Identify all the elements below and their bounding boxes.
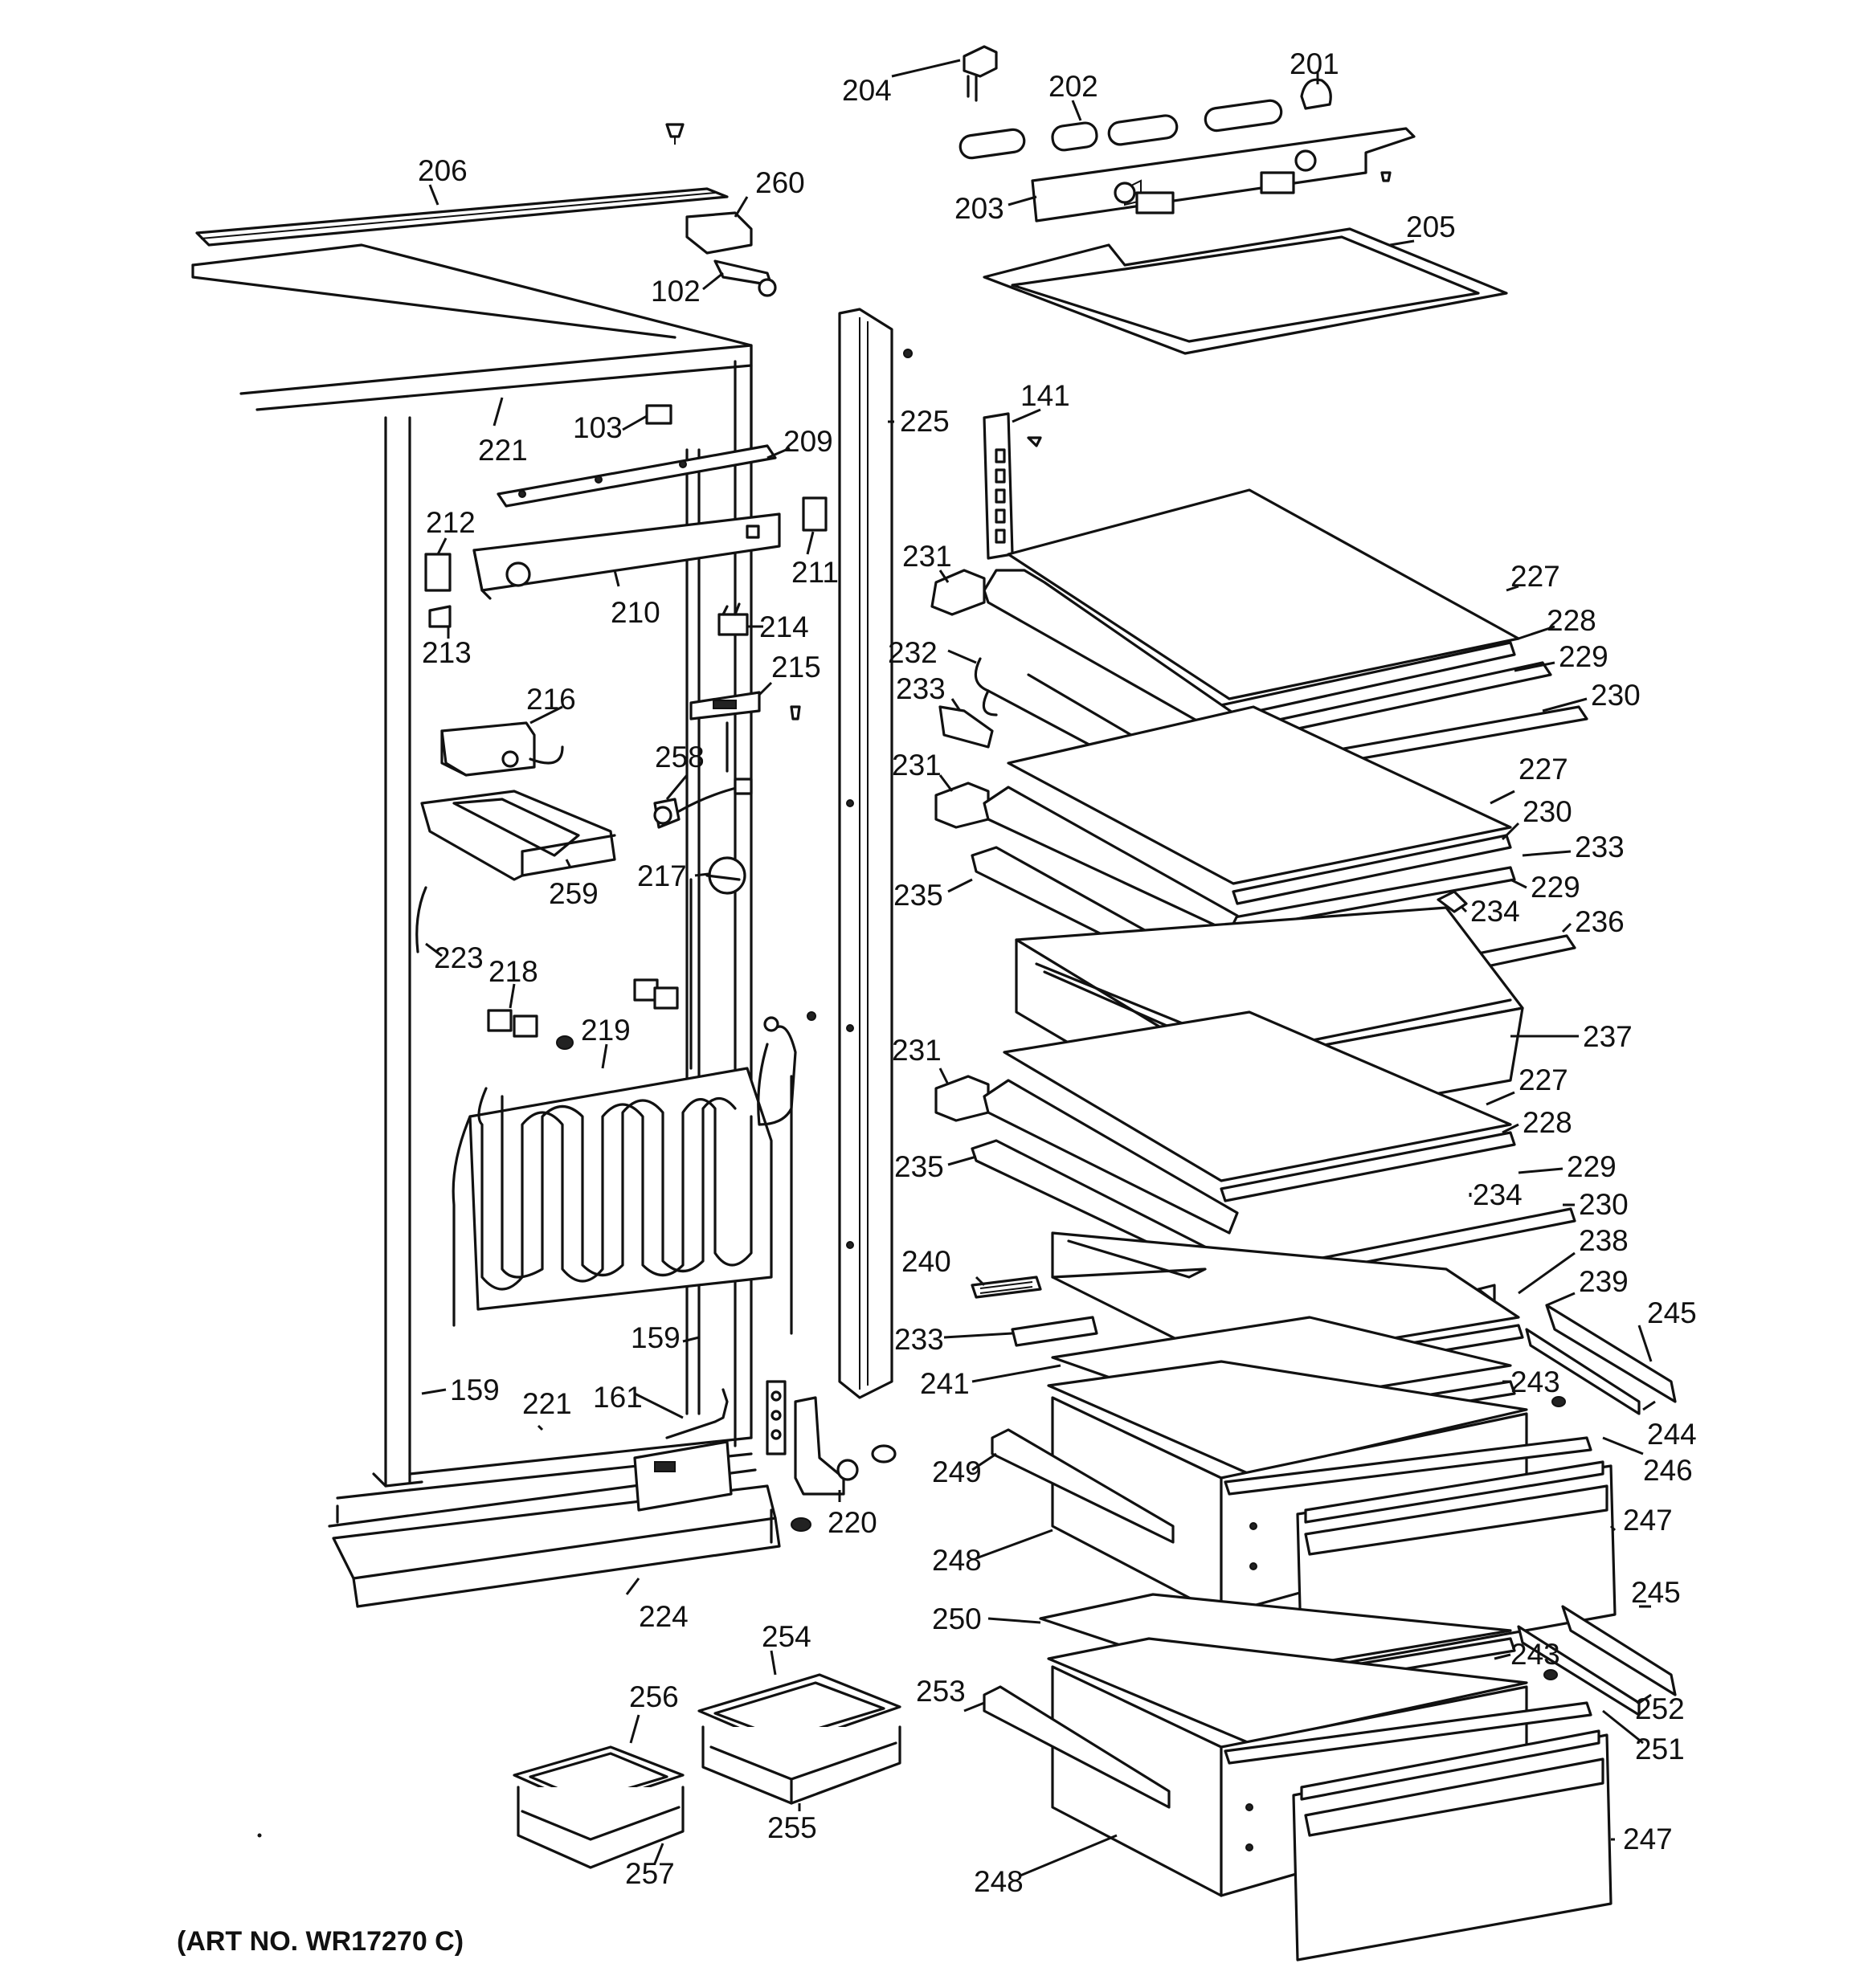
callout-220: 220 [828,1506,877,1539]
callout-232: 232 [888,636,938,669]
callout-252: 252 [1635,1692,1685,1725]
callout-229-b: 229 [1531,871,1580,904]
center-mullion [838,308,913,1399]
callout-159-b: 159 [450,1374,500,1406]
callout-228-b: 228 [1523,1106,1572,1139]
callout-243-b: 243 [1510,1638,1560,1671]
shelf-1 [930,488,1588,831]
callout-229-a: 229 [1559,640,1608,673]
callout-103: 103 [573,411,623,444]
art-number: (ART NO. WR17270 C) [177,1926,464,1957]
callout-246: 246 [1643,1454,1693,1487]
callout-230-b: 230 [1523,795,1572,828]
callout-204: 204 [842,74,892,107]
callout-210: 210 [611,596,660,629]
callout-159-a: 159 [631,1321,681,1354]
callout-260: 260 [755,166,805,199]
callout-205: 205 [1406,210,1456,243]
callout-235-b: 235 [894,1150,944,1183]
callout-224: 224 [639,1600,689,1633]
callout-250: 250 [932,1602,982,1635]
callout-230-a: 230 [1591,679,1641,712]
callout-102: 102 [651,275,701,308]
heater-panel [452,1011,816,1439]
callout-227-b: 227 [1519,753,1568,786]
ice-tray-housing [420,721,616,881]
callout-240: 240 [901,1245,951,1278]
callout-248-a: 248 [932,1544,982,1577]
leader-lines [421,59,1656,1877]
callout-245-b: 245 [1631,1576,1681,1609]
thermostat-parts [653,691,801,1070]
crisper-drawer-1 [991,1304,1677,1672]
callout-233-b: 233 [1575,831,1625,863]
crisper-drawer-2 [983,1605,1677,1961]
callout-235-a: 235 [893,879,943,912]
callout-259: 259 [549,877,599,910]
callout-238: 238 [1579,1224,1629,1257]
callout-239: 239 [1579,1265,1629,1298]
callout-209: 209 [783,425,833,458]
callout-217: 217 [637,859,687,892]
callout-258: 258 [655,741,705,774]
light-shield-and-control [424,123,828,636]
callout-231-a: 231 [902,540,952,573]
callout-225: 225 [900,405,950,438]
callout-201: 201 [1290,47,1339,80]
misc-clips [415,886,679,1050]
callout-245-a: 245 [1647,1296,1697,1329]
callout-249: 249 [932,1455,982,1488]
callout-223: 223 [434,941,484,974]
lower-hinge [766,1380,897,1544]
callout-227-c: 227 [1519,1063,1568,1096]
callout-221-top: 221 [478,434,528,467]
callout-230-c: 230 [1579,1188,1629,1221]
callout-labels: 201 202 203 204 205 206 260 102 103 221 … [418,47,1697,1898]
dairy-bins [513,1673,901,1869]
callout-219: 219 [581,1014,631,1047]
callout-236: 236 [1575,905,1625,938]
callout-212: 212 [426,506,476,539]
callout-251: 251 [1635,1733,1685,1766]
callout-231-b: 231 [892,749,942,782]
shelf-3 [934,1010,1576,1279]
callout-213: 213 [422,636,472,669]
callout-233-a: 233 [896,672,946,705]
callout-256: 256 [629,1680,679,1713]
callout-206: 206 [418,154,468,187]
callout-216: 216 [526,683,576,716]
callout-211: 211 [791,556,839,589]
callout-221-bottom: 221 [522,1387,572,1420]
callout-233-c: 233 [894,1323,944,1356]
callout-227-a: 227 [1510,560,1560,593]
callout-234-b: 234 [1473,1178,1523,1211]
callout-228-a: 228 [1547,604,1596,637]
callout-244: 244 [1647,1418,1697,1451]
callout-257: 257 [625,1857,675,1890]
callout-247-a: 247 [1623,1504,1673,1537]
callout-248-b: 248 [974,1865,1024,1898]
callout-254: 254 [762,1620,811,1653]
callout-203: 203 [954,192,1004,225]
callout-237: 237 [1583,1020,1633,1053]
callout-255: 255 [767,1811,817,1844]
callout-253: 253 [916,1675,966,1708]
shelf-standard [983,412,1042,560]
callout-214: 214 [759,610,809,643]
callout-234-a: 234 [1470,895,1520,928]
light-assembly [959,45,1508,355]
callout-229-c: 229 [1567,1150,1617,1183]
callout-241: 241 [920,1367,970,1400]
callout-141: 141 [1020,379,1070,412]
callout-243-a: 243 [1510,1365,1560,1398]
callout-231-c: 231 [892,1034,942,1067]
callout-161: 161 [593,1381,643,1414]
callout-202: 202 [1048,70,1098,103]
callout-215: 215 [771,651,821,684]
callout-247-b: 247 [1623,1823,1673,1855]
callout-218: 218 [488,955,538,988]
